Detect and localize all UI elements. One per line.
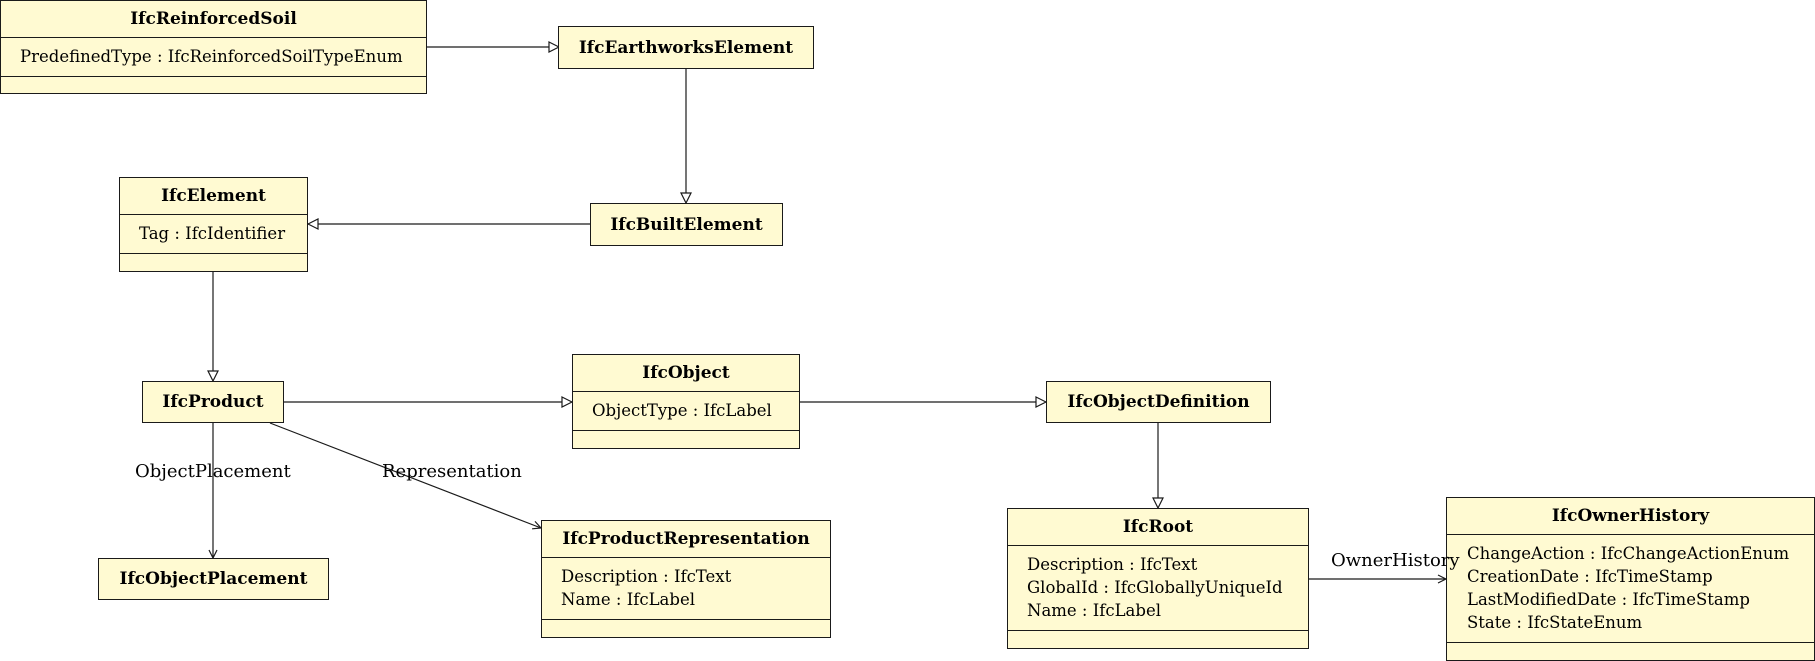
class-ifcproductrepresentation[interactable]: IfcProductRepresentation Description : I… — [541, 520, 831, 638]
attribute: Name : IfcLabel — [1027, 601, 1161, 620]
class-name: IfcObjectDefinition — [1067, 392, 1250, 412]
attribute: ObjectType : IfcLabel — [592, 401, 772, 420]
attribute: LastModifiedDate : IfcTimeStamp — [1467, 590, 1750, 609]
class-ifcearthworkselement[interactable]: IfcEarthworksElement — [558, 26, 814, 69]
class-ifcroot[interactable]: IfcRoot Description : IfcText GlobalId :… — [1007, 508, 1309, 649]
class-ifcproduct[interactable]: IfcProduct — [142, 381, 284, 423]
class-name: IfcObjectPlacement — [119, 569, 308, 589]
association-representation — [269, 422, 541, 528]
attribute: ChangeAction : IfcChangeActionEnum — [1467, 544, 1790, 563]
class-ifcobjectdefinition[interactable]: IfcObjectDefinition — [1046, 381, 1271, 423]
association-label-objectplacement: ObjectPlacement — [135, 461, 291, 482]
class-ifcbuiltelement[interactable]: IfcBuiltElement — [590, 203, 783, 246]
class-name: IfcRoot — [1008, 509, 1308, 546]
class-name: IfcBuiltElement — [610, 214, 763, 235]
attribute: State : IfcStateEnum — [1467, 613, 1643, 632]
attribute: CreationDate : IfcTimeStamp — [1467, 567, 1713, 586]
class-name: IfcEarthworksElement — [578, 37, 794, 58]
attribute: Name : IfcLabel — [561, 590, 695, 609]
attribute: GlobalId : IfcGloballyUniqueId — [1027, 578, 1283, 597]
class-name: IfcReinforcedSoil — [1, 1, 426, 38]
attribute: PredefinedType : IfcReinforcedSoilTypeEn… — [20, 47, 403, 66]
class-name: IfcProductRepresentation — [542, 521, 830, 558]
attribute: Tag : IfcIdentifier — [139, 224, 286, 243]
class-ifcreinforcedsoil[interactable]: IfcReinforcedSoil PredefinedType : IfcRe… — [0, 0, 427, 94]
class-ifcelement[interactable]: IfcElement Tag : IfcIdentifier — [119, 177, 308, 272]
attribute: Description : IfcText — [1027, 555, 1198, 574]
class-ifcownerhistory[interactable]: IfcOwnerHistory ChangeAction : IfcChange… — [1446, 497, 1815, 661]
class-ifcobjectplacement[interactable]: IfcObjectPlacement — [98, 558, 329, 600]
class-name: IfcElement — [120, 178, 307, 215]
class-name: IfcOwnerHistory — [1447, 498, 1814, 535]
attribute: Description : IfcText — [561, 567, 732, 586]
class-name: IfcProduct — [162, 392, 264, 412]
class-ifcobject[interactable]: IfcObject ObjectType : IfcLabel — [572, 354, 800, 449]
class-name: IfcObject — [573, 355, 799, 392]
association-label-ownerhistory: OwnerHistory — [1331, 550, 1460, 571]
association-label-representation: Representation — [382, 461, 522, 482]
